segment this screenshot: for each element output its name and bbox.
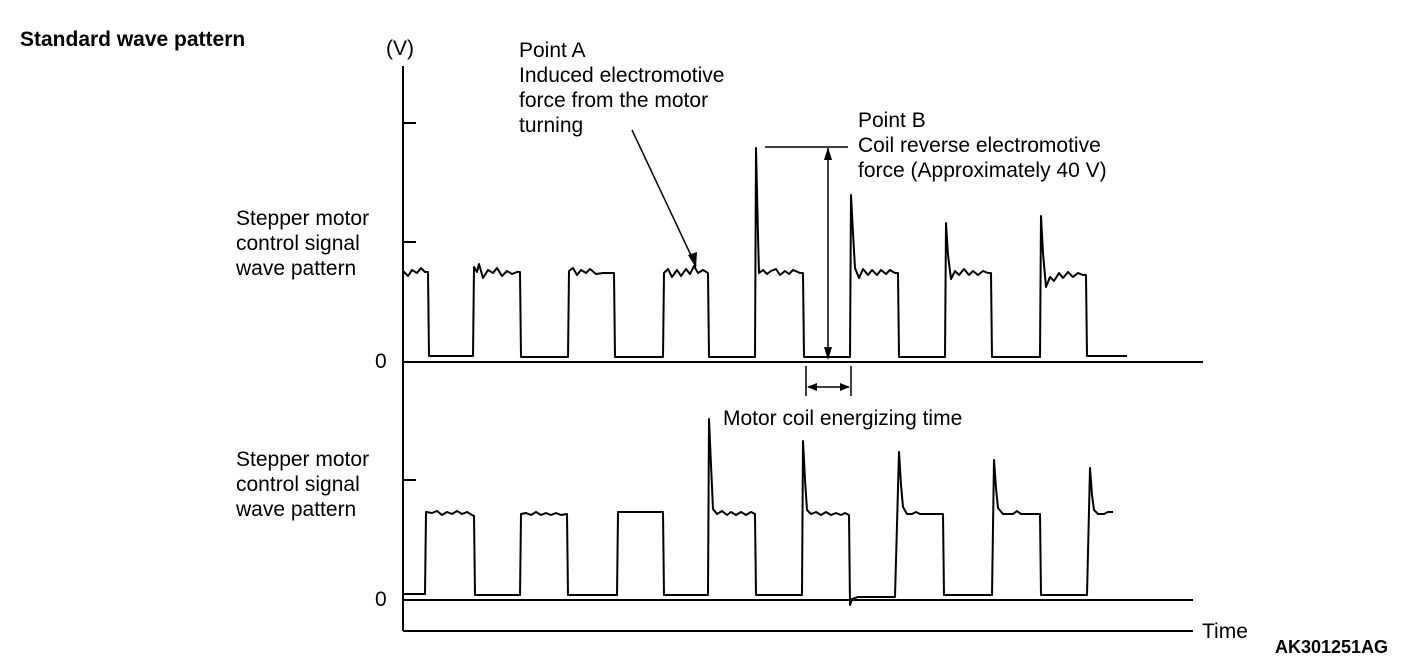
top-stepper-waveform [402, 147, 1127, 358]
diagram-title: Standard wave pattern [20, 28, 245, 51]
top-wave-label: Stepper motor control signal wave patter… [235, 207, 375, 280]
point-b-arrow-down [824, 347, 832, 360]
y-unit-label: (V) [386, 37, 414, 60]
point-a-arrowhead [688, 252, 697, 268]
figure-id-label: AK301251AG [1275, 637, 1388, 657]
zero-label-bottom: 0 [375, 588, 387, 611]
point-b-annotation: Point B Coil reverse electromotive force… [858, 109, 1107, 182]
zero-label-top: 0 [375, 350, 387, 373]
time-axis-label: Time [1202, 620, 1248, 643]
bottom-stepper-waveform [403, 418, 1113, 606]
point-b-arrow-up [824, 147, 832, 160]
energizing-time-label: Motor coil energizing time [723, 407, 962, 430]
energizing-arrow-left [807, 383, 817, 391]
point-a-annotation: Point A Induced electromotive force from… [519, 39, 730, 137]
bottom-wave-label: Stepper motor control signal wave patter… [235, 448, 375, 521]
energizing-arrow-right [840, 383, 850, 391]
point-a-leader [631, 129, 697, 267]
